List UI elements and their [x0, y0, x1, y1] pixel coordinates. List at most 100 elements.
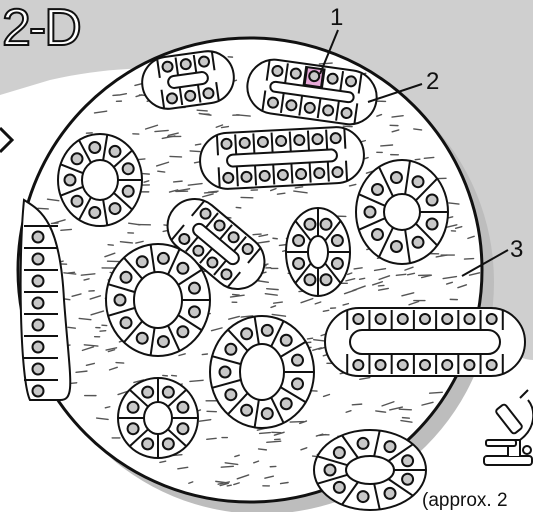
cell-border — [237, 166, 238, 186]
cell-nucleus — [223, 173, 234, 184]
cell-nucleus — [334, 482, 345, 493]
cell-nucleus — [259, 171, 270, 182]
fiber-stroke — [402, 418, 409, 419]
fiber-stroke — [267, 289, 278, 290]
cell-nucleus — [391, 241, 402, 252]
cell-nucleus — [365, 207, 376, 218]
cell-nucleus — [376, 360, 386, 370]
cell-nucleus — [241, 328, 252, 339]
cell-nucleus — [427, 218, 438, 229]
fiber-stroke — [158, 171, 165, 172]
cell-nucleus — [304, 219, 315, 230]
cell-border — [217, 135, 218, 155]
fiber-stroke — [100, 331, 106, 332]
cell-nucleus — [345, 76, 356, 87]
fiber-stroke — [61, 229, 71, 230]
cell-nucleus — [33, 364, 44, 375]
gland-elongated — [325, 308, 525, 376]
cell-nucleus — [262, 408, 273, 419]
cell-nucleus — [225, 389, 236, 400]
cell-nucleus — [309, 71, 320, 82]
fiber-stroke — [415, 159, 420, 160]
cell-nucleus — [321, 219, 332, 230]
fiber-stroke — [190, 151, 200, 152]
gland-lumen — [82, 160, 118, 200]
cell-nucleus — [332, 235, 343, 246]
fiber-stroke — [197, 110, 207, 111]
cell-nucleus — [391, 172, 402, 183]
cell-nucleus — [162, 61, 173, 72]
cell-nucleus — [304, 102, 315, 113]
fiber-stroke — [273, 238, 277, 239]
cell-border — [344, 129, 345, 149]
cell-nucleus — [402, 455, 413, 466]
fiber-stroke — [260, 433, 271, 434]
cell-nucleus — [121, 272, 132, 283]
cell-nucleus — [72, 196, 83, 207]
cell-nucleus — [464, 314, 474, 324]
fiber-stroke — [108, 245, 113, 246]
gland-round — [356, 160, 448, 264]
cell-nucleus — [241, 172, 252, 183]
fiber-stroke — [399, 409, 411, 410]
cell-nucleus — [353, 314, 363, 324]
cell-nucleus — [341, 107, 352, 118]
gland-lumen — [144, 402, 172, 434]
gland-round — [286, 208, 350, 296]
gland-lumen — [308, 236, 328, 268]
cell-nucleus — [180, 59, 191, 70]
fiber-stroke — [279, 245, 286, 246]
cell-nucleus — [262, 325, 273, 336]
cell-nucleus — [323, 105, 334, 116]
cell-nucleus — [123, 186, 134, 197]
cell-nucleus — [72, 153, 83, 164]
cell-nucleus — [163, 438, 174, 449]
cell-nucleus — [358, 438, 369, 449]
cell-border — [255, 165, 256, 185]
cell-nucleus — [137, 256, 148, 267]
figure-title: 2-D — [2, 2, 80, 54]
cell-border — [291, 164, 292, 184]
fiber-stroke — [307, 338, 312, 339]
cell-nucleus — [267, 97, 278, 108]
cell-nucleus — [372, 229, 383, 240]
cell-nucleus — [398, 314, 408, 324]
fiber-stroke — [253, 234, 261, 235]
cell-nucleus — [137, 333, 148, 344]
gland-lumen — [240, 344, 284, 400]
gland-elongated — [199, 126, 366, 191]
cell-nucleus — [128, 423, 139, 434]
microscope-icon — [484, 390, 533, 465]
cell-nucleus — [189, 283, 200, 294]
cell-nucleus — [225, 344, 236, 355]
cell-nucleus — [420, 360, 430, 370]
gland-round — [58, 134, 142, 226]
cell-border — [253, 133, 254, 153]
fiber-stroke — [202, 354, 207, 355]
cell-nucleus — [158, 253, 169, 264]
cell-nucleus — [128, 402, 139, 413]
cell-border — [272, 133, 273, 153]
cell-nucleus — [385, 488, 396, 499]
cell-nucleus — [121, 317, 132, 328]
fiber-stroke — [424, 157, 433, 158]
cell-nucleus — [33, 320, 44, 331]
fiber-stroke — [227, 485, 231, 486]
fiber-stroke — [319, 63, 332, 64]
cell-nucleus — [312, 134, 323, 145]
fiber-stroke — [172, 375, 177, 376]
cell-nucleus — [89, 207, 100, 218]
cell-nucleus — [123, 163, 134, 174]
fiber-stroke — [381, 145, 393, 146]
cell-nucleus — [278, 170, 289, 181]
cell-nucleus — [166, 93, 177, 104]
cell-nucleus — [402, 474, 413, 485]
cell-nucleus — [142, 438, 153, 449]
cell-nucleus — [327, 73, 338, 84]
fiber-stroke — [195, 144, 200, 145]
fiber-stroke — [360, 278, 365, 279]
cell-nucleus — [33, 276, 44, 287]
cell-nucleus — [158, 336, 169, 347]
fiber-stroke — [430, 392, 443, 393]
